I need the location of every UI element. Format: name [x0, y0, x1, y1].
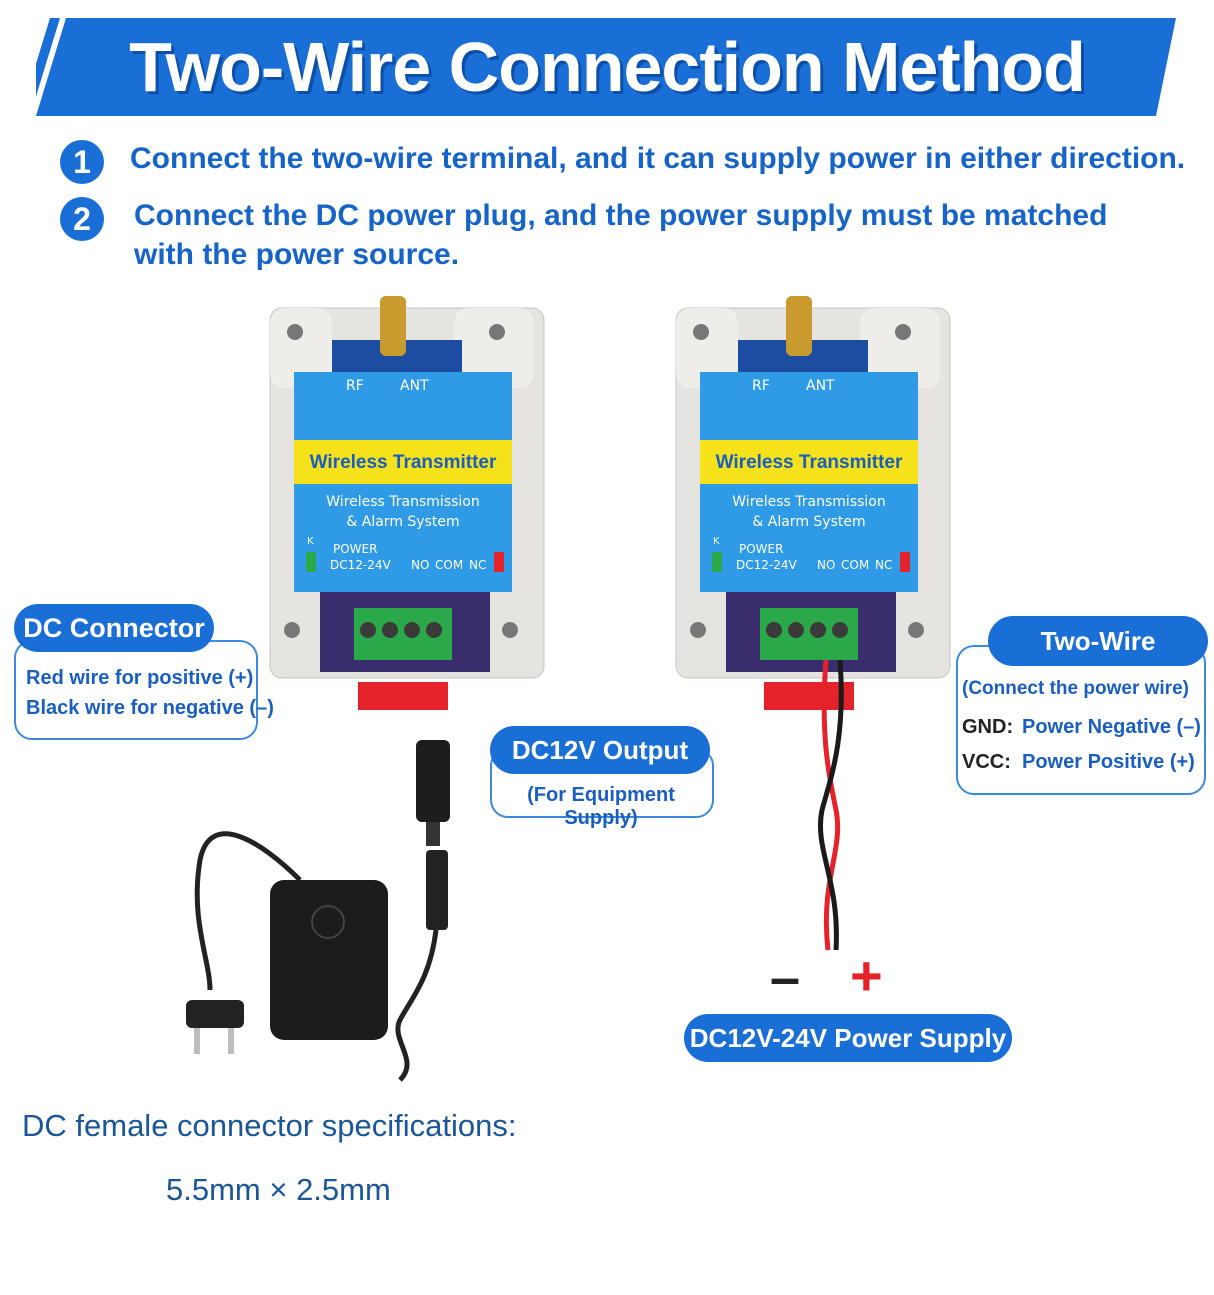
device-subtitle-line2: & Alarm System	[752, 514, 866, 530]
plus-sign: +	[850, 944, 883, 1007]
spec-line2: 5.5mm × 2.5mm	[166, 1172, 391, 1207]
power-supply-label: DC12V-24V Power Supply	[684, 1014, 1012, 1062]
rf-label: RF	[346, 378, 364, 394]
transmitter-enclosure-right	[675, 296, 951, 710]
gnd-label: GND:	[962, 716, 1014, 738]
power-label: POWER	[739, 542, 784, 556]
power-label: POWER	[333, 542, 378, 556]
step-1-text: Connect the two-wire terminal, and it ca…	[130, 142, 1186, 175]
step-2-text-line1: Connect the DC power plug, and the power…	[134, 199, 1108, 232]
voltage-label: DC12-24V	[330, 558, 391, 572]
step-2-badge: 2	[60, 197, 104, 241]
vcc-label: VCC:	[962, 751, 1011, 773]
device-subtitle-line1: Wireless Transmission	[326, 494, 480, 510]
power-wires	[817, 660, 844, 951]
page-title: Two-Wire Connection Method	[129, 28, 1086, 106]
dc-connector-line1: Red wire for positive (+)	[26, 667, 254, 689]
transmitter-device-left: RF ANT Wireless Transmitter Wireless Tra…	[262, 290, 552, 710]
device-title: Wireless Transmitter	[309, 452, 497, 473]
nc-label: NC	[875, 558, 893, 572]
title-banner	[36, 18, 1186, 116]
device-title: Wireless Transmitter	[715, 452, 903, 473]
no-label: NO	[411, 558, 430, 572]
nc-label: NC	[469, 558, 487, 572]
step-1-badge: 1	[60, 140, 104, 184]
dc-output-subtitle: (For Equipment Supply)	[527, 784, 675, 829]
dc-output-title: DC12V Output	[490, 726, 710, 774]
step-2-text-line2: with the power source.	[134, 238, 460, 271]
device-subtitle-line2: & Alarm System	[346, 514, 460, 530]
power-adapter-illustration	[186, 740, 450, 1082]
transmitter-device-right: RF ANT Wireless Transmitter Wireless Tra…	[668, 290, 958, 710]
voltage-label: DC12-24V	[736, 558, 797, 572]
gnd-value: Power Negative (–)	[1022, 716, 1201, 738]
spec-line1: DC female connector specifications:	[22, 1108, 517, 1143]
com-label: COM	[841, 558, 870, 572]
two-wire-title: Two-Wire Terminal	[988, 616, 1208, 706]
transmitter-enclosure-left	[269, 296, 545, 710]
k-label: K	[307, 536, 314, 547]
k-label: K	[713, 536, 720, 547]
com-label: COM	[435, 558, 464, 572]
ant-label: ANT	[400, 378, 429, 394]
vcc-value: Power Positive (+)	[1022, 751, 1195, 773]
minus-sign: –	[770, 948, 801, 1008]
no-label: NO	[817, 558, 836, 572]
device-subtitle-line1: Wireless Transmission	[732, 494, 886, 510]
two-wire-callout	[956, 645, 1206, 795]
dc-connector-callout	[14, 640, 258, 740]
ant-label: ANT	[806, 378, 835, 394]
two-wire-subtitle: (Connect the power wire)	[962, 678, 1189, 699]
dc-connector-line2: Black wire for negative (–)	[26, 697, 274, 719]
rf-label: RF	[752, 378, 770, 394]
dc-connector-title: DC Connector	[14, 604, 214, 652]
